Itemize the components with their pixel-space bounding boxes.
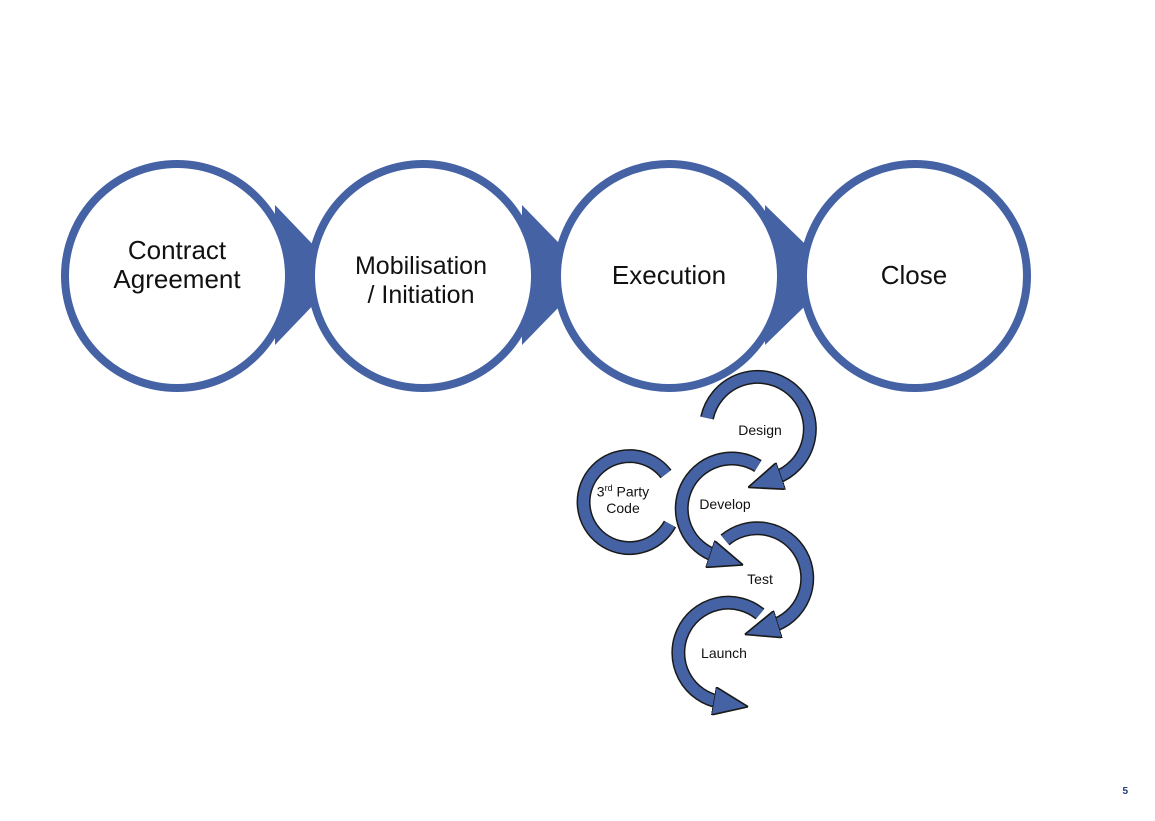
stage-label-close: Close xyxy=(804,261,1024,290)
third-party-code: Code xyxy=(606,499,640,516)
stage-label-execution: Execution xyxy=(559,261,779,290)
stage-circle-execution xyxy=(553,160,785,392)
stage-label-contract: Contract Agreement xyxy=(67,236,287,294)
cycle-label-develop: Develop xyxy=(699,496,751,512)
cycle-label-test: Test xyxy=(747,571,773,587)
stage-label-line: Contract xyxy=(127,235,227,265)
page-number: 5 xyxy=(1122,786,1128,797)
cycle-label-launch: Launch xyxy=(701,645,747,661)
stage-label-line: Mobilisation xyxy=(354,252,487,280)
cycle-arrow-develop xyxy=(674,451,762,556)
stage-circle-contract xyxy=(61,160,293,392)
cycle-label-design: Design xyxy=(738,422,782,438)
stage-label-mobilisation: Mobilisation / Initiation xyxy=(311,252,531,310)
cycle-arrow-third-party xyxy=(576,449,677,556)
stage-label-line: Agreement xyxy=(113,264,241,294)
cycle-label-third-party: 3rd Party Code xyxy=(583,480,663,516)
stage-label-line: / Initiation xyxy=(367,281,475,309)
cycle-arrow-test xyxy=(720,521,815,626)
cycle-arrow-design xyxy=(700,369,817,478)
third-party-word: Party xyxy=(612,483,650,500)
stage-label-line: Execution xyxy=(611,260,727,290)
stage-label-line: Close xyxy=(880,260,948,290)
third-party-number: 3 xyxy=(596,483,605,500)
third-party-suffix: rd xyxy=(604,483,613,493)
stage-circle-close xyxy=(799,160,1031,392)
stage-circle-mobilisation xyxy=(307,160,539,392)
cycle-arrow-launch xyxy=(671,595,765,702)
